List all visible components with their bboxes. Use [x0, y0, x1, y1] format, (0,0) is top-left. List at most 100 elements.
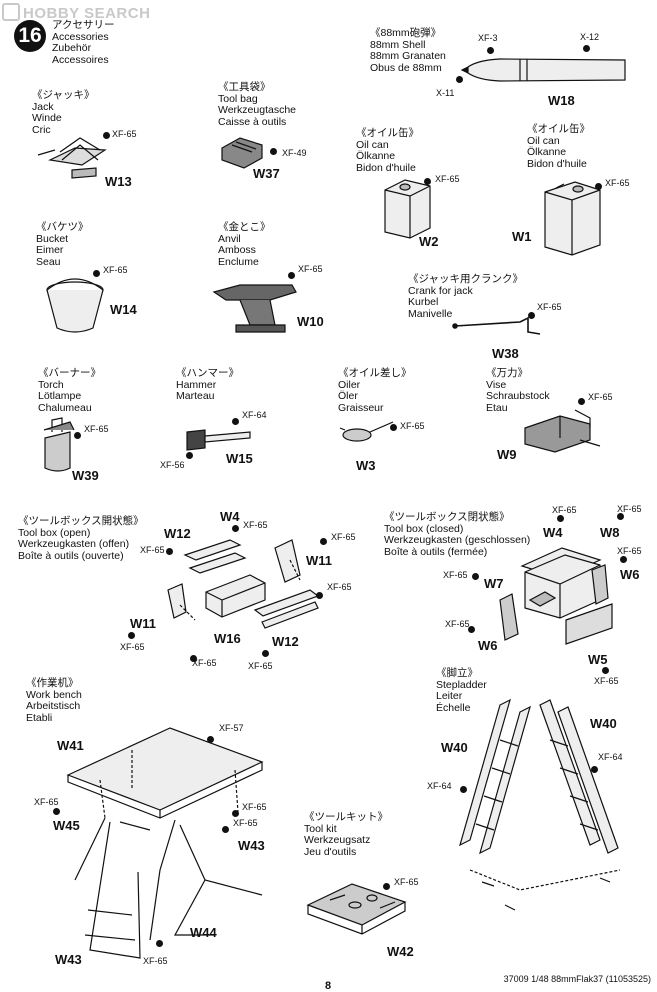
- paint-dot: [93, 270, 100, 277]
- watermark: HOBBY SEARCH: [2, 3, 150, 22]
- paint-dot: [583, 45, 590, 52]
- part-number: W12: [272, 634, 299, 649]
- oilcan-w1-drawing: [544, 181, 601, 256]
- paint-code: XF-65: [327, 582, 352, 592]
- paint-dot: [186, 452, 193, 459]
- toolbox-open-drawing: [167, 539, 320, 629]
- paint-code: XF-65: [605, 178, 630, 188]
- part-number: W40: [441, 740, 468, 755]
- anvil-label: 《金とこ》 Anvil Amboss Enclume: [218, 221, 271, 268]
- hammer-label: 《ハンマー》 Hammer Marteau: [176, 367, 239, 402]
- part-number: W5: [588, 652, 608, 667]
- oilcan-w2-label: 《オイル缶》 Oil can Ölkanne Bidon d'huile: [356, 127, 419, 174]
- part-number: W43: [238, 838, 265, 853]
- paint-code: XF-65: [140, 545, 165, 555]
- paint-code: X-12: [580, 32, 600, 42]
- paint-dot: [602, 667, 609, 674]
- paint-dot: [591, 766, 598, 773]
- vise-label: 《万力》 Vise Schraubstock Etau: [486, 367, 550, 414]
- part-number: W44: [190, 925, 217, 940]
- paint-code: XF-65: [34, 797, 59, 807]
- part-number: W6: [478, 638, 498, 653]
- paint-dot: [468, 626, 475, 633]
- paint-dot: [232, 810, 239, 817]
- paint-code: XF-65: [243, 520, 268, 530]
- part-number: W37: [253, 166, 280, 181]
- paint-dot: [472, 573, 479, 580]
- paint-dot: [620, 556, 627, 563]
- part-number: W10: [297, 314, 324, 329]
- paint-code: XF-65: [617, 546, 642, 556]
- toolkit-label: 《ツールキット》 Tool kit Werkzeugsatz Jeu d'out…: [304, 811, 388, 858]
- part-number: W7: [484, 576, 504, 591]
- paint-code: XF-65: [233, 818, 258, 828]
- part-number: W9: [497, 447, 517, 462]
- jack-drawing: [37, 137, 107, 179]
- part-number: W41: [57, 738, 84, 753]
- paint-code: XF-57: [219, 723, 244, 733]
- footer-code: 37009 1/48 88mmFlak37 (11053525): [503, 974, 651, 984]
- part-number: W18: [548, 93, 575, 108]
- toolbag-drawing: [221, 137, 263, 169]
- paint-code: XF-49: [282, 148, 307, 158]
- paint-dot: [232, 525, 239, 532]
- part-number: W11: [306, 553, 333, 568]
- paint-code: XF-65: [248, 661, 273, 671]
- paint-dot: [578, 398, 585, 405]
- part-number: W6: [620, 567, 640, 582]
- hammer-drawing: [186, 429, 251, 451]
- torch-label: 《バーナー》 Torch Lötlampe Chalumeau: [38, 367, 101, 414]
- part-number: W1: [512, 229, 532, 244]
- paint-dot: [74, 432, 81, 439]
- paint-code: XF-65: [537, 302, 562, 312]
- paint-dot: [316, 592, 323, 599]
- toolbag-label: 《工具袋》 Tool bag Werkzeugtasche Caisse à o…: [218, 81, 297, 128]
- stepladder-drawing: [459, 698, 621, 911]
- part-number: W8: [600, 525, 620, 540]
- bucket-label: 《バケツ》 Bucket Eimer Seau: [36, 221, 89, 268]
- paint-code: XF-65: [331, 532, 356, 542]
- torch-drawing: [43, 417, 75, 472]
- paint-dot: [528, 312, 535, 319]
- paint-code: XF-65: [594, 676, 619, 686]
- paint-dot: [557, 515, 564, 522]
- paint-code: XF-56: [160, 460, 185, 470]
- paint-dot: [103, 132, 110, 139]
- paint-dot: [166, 548, 173, 555]
- crank-drawing: [452, 316, 541, 335]
- part-number: W4: [543, 525, 563, 540]
- part-number: W12: [164, 526, 191, 541]
- paint-code: XF-65: [617, 504, 642, 514]
- paint-dot: [424, 178, 431, 185]
- part-number: W43: [55, 952, 82, 967]
- paint-dot: [617, 513, 624, 520]
- jack-label: 《ジャッキ》 Jack Winde Cric: [32, 89, 95, 136]
- part-number: W40: [590, 716, 617, 731]
- shell-label: 《88mm砲弾》 88mm Shell 88mm Granaten Obus d…: [370, 27, 446, 74]
- crank-label: 《ジャッキ用クランク》 Crank for jack Kurbel Manive…: [408, 273, 523, 320]
- workbench-label: 《作業机》 Work bench Arbeitstisch Etabli: [26, 677, 82, 724]
- paint-dot: [53, 808, 60, 815]
- oiler-label: 《オイル差し》 Oiler Öler Graisseur: [338, 367, 412, 414]
- anvil-drawing: [212, 284, 297, 333]
- paint-code: XF-64: [242, 410, 267, 420]
- paint-dot: [383, 883, 390, 890]
- paint-dot: [190, 655, 197, 662]
- vise-drawing: [524, 409, 601, 453]
- part-number: W14: [110, 302, 137, 317]
- part-number: W42: [387, 944, 414, 959]
- paint-dot: [222, 826, 229, 833]
- paint-dot: [207, 736, 214, 743]
- part-number: W16: [214, 631, 241, 646]
- paint-code: XF-65: [588, 392, 613, 402]
- paint-code: XF-64: [598, 752, 623, 762]
- part-number: W2: [419, 234, 439, 249]
- toolkit-drawing: [306, 883, 407, 935]
- paint-dot: [156, 940, 163, 947]
- oiler-drawing: [339, 421, 394, 442]
- part-number: W38: [492, 346, 519, 361]
- paint-dot: [390, 424, 397, 431]
- part-number: W45: [53, 818, 80, 833]
- paint-code: XF-65: [394, 877, 419, 887]
